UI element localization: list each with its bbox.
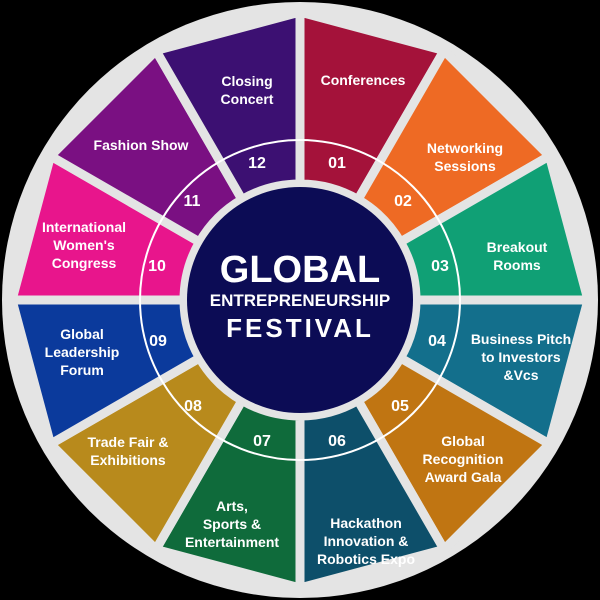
segment-label-line: Women's: [53, 237, 115, 253]
segment-label-line: Trade Fair &: [88, 434, 169, 450]
segment-label-line: Conferences: [321, 72, 406, 88]
segment-label-line: International: [42, 219, 126, 235]
segment-label-line: Business Pitch: [471, 331, 571, 347]
segment-number: 01: [328, 155, 346, 172]
segment-label: Conferences: [321, 72, 406, 88]
segment-label: Trade Fair & Exhibitions: [88, 434, 169, 468]
segment-label-line: Award Gala: [425, 469, 502, 485]
segment-label-line: Innovation &: [324, 533, 409, 549]
segment-number: 11: [184, 193, 201, 210]
center-hub: [187, 187, 413, 413]
center-title-entrepreneurship: ENTREPRENEURSHIP: [210, 291, 390, 310]
segment-label: Fashion Show: [94, 137, 189, 153]
segment-label-line: Congress: [52, 255, 117, 271]
segment-label-line: Leadership: [45, 344, 120, 360]
segment-number: 09: [149, 333, 167, 350]
segment-label: Arts, Sports & Entertainment: [185, 498, 279, 550]
segment-number: 12: [248, 155, 266, 172]
center-title-global: GLOBAL: [220, 249, 380, 291]
segment-number: 06: [328, 433, 346, 450]
segment-label-line: Robotics Expo: [317, 551, 415, 567]
segment-label-line: Global: [441, 433, 485, 449]
segment-label-line: Forum: [60, 362, 104, 378]
segment-number: 04: [428, 333, 446, 350]
segment-label-line: &Vcs: [503, 367, 538, 383]
segment-number: 05: [391, 398, 409, 415]
inner-divider-ring: [139, 139, 461, 461]
segment-label-line: Recognition: [423, 451, 504, 467]
segment-number: 10: [148, 258, 166, 275]
segment-label-line: Networking: [427, 140, 503, 156]
segment-label-line: Fashion Show: [94, 137, 189, 153]
segment-label: Business Pitch to Investors&Vcs: [471, 331, 571, 383]
segment-label-line: to Investors: [481, 349, 561, 365]
segment-label-line: Breakout: [487, 239, 548, 255]
segment-label-line: Entertainment: [185, 534, 279, 550]
segment-number: 07: [253, 433, 271, 450]
segment-label-line: Concert: [221, 91, 274, 107]
segment-number: 02: [394, 193, 412, 210]
segment-number: 03: [431, 258, 449, 275]
segment-label-line: Global: [60, 326, 104, 342]
segment-label-line: Sports &: [203, 516, 261, 532]
center-title-festival: FESTIVAL: [226, 313, 374, 343]
segment-label-line: Sessions: [434, 158, 496, 174]
segment-label-line: Closing: [221, 73, 272, 89]
segment-label-line: Rooms: [493, 257, 541, 273]
segment-label-line: Arts,: [216, 498, 248, 514]
segment-label-line: Exhibitions: [90, 452, 166, 468]
segment-number: 08: [184, 398, 202, 415]
segment-label-line: Hackathon: [330, 515, 402, 531]
